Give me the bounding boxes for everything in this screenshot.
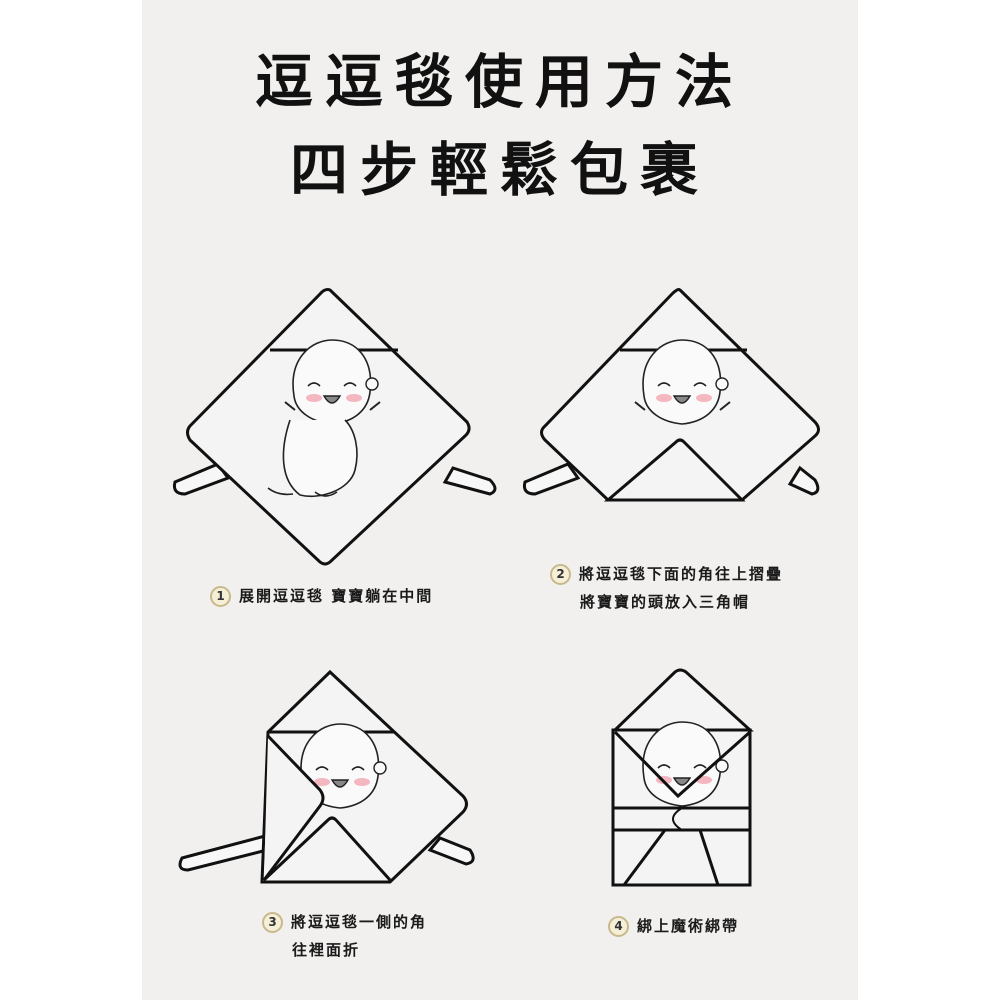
step2-caption: 2 將逗逗毯下面的角往上摺疊 將寶寶的頭放入三角帽 [550, 560, 783, 616]
step-number-badge: 4 [608, 916, 629, 937]
step-text-line2: 往裡面折 [292, 941, 361, 959]
page-title: 逗逗毯使用方法 [254, 48, 745, 116]
step-text: 將逗逗毯一側的角 [291, 913, 428, 931]
step-text: 展開逗逗毯 寶寶躺在中間 [239, 587, 434, 605]
step-number-badge: 1 [210, 586, 231, 607]
step-number-badge: 2 [550, 564, 571, 585]
step-text: 將逗逗毯下面的角往上摺疊 [579, 565, 784, 583]
step3-caption: 3 將逗逗毯一側的角 往裡面折 [262, 908, 427, 964]
step4-caption: 4 綁上魔術綁帶 [608, 912, 739, 940]
step-text-line2: 將寶寶的頭放入三角帽 [580, 593, 751, 611]
step3-illustration [178, 669, 475, 884]
step-text: 綁上魔術綁帶 [637, 917, 740, 935]
step-number-badge: 3 [262, 912, 283, 933]
page-subtitle: 四步輕鬆包裹 [289, 136, 710, 204]
step1-caption: 1 展開逗逗毯 寶寶躺在中間 [210, 582, 433, 610]
step4-illustration [611, 668, 754, 887]
step2-illustration [523, 288, 820, 502]
step1-illustration [173, 288, 497, 566]
